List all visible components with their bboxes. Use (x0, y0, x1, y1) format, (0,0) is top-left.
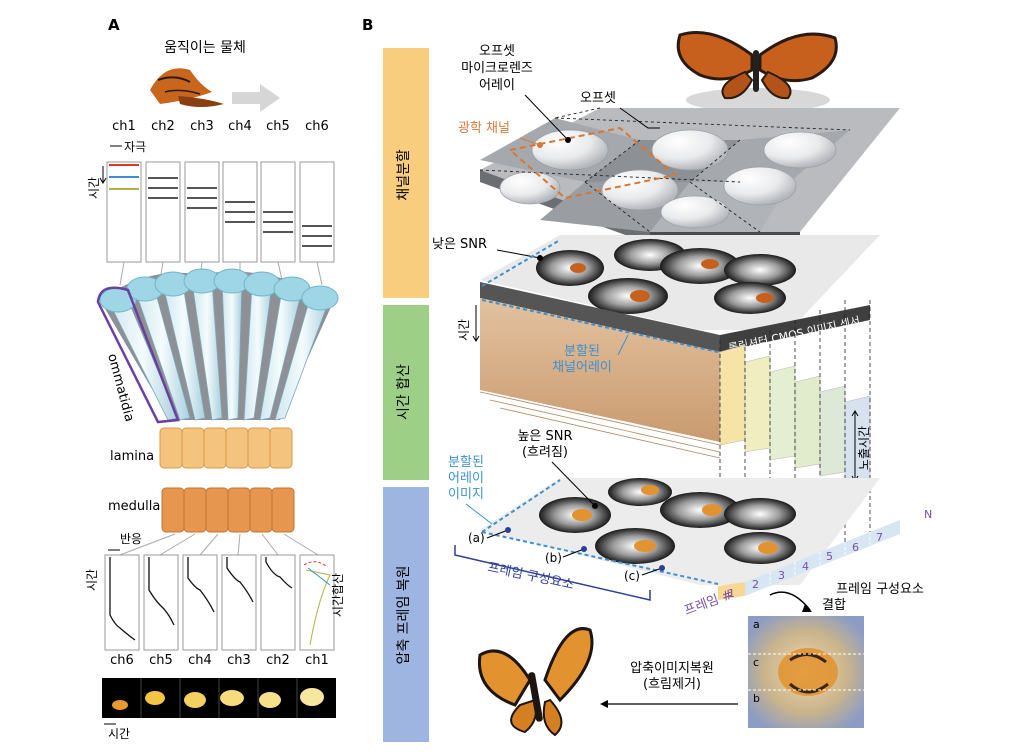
frame-index: 6 (852, 541, 859, 554)
frame-index: 2 (752, 578, 759, 591)
stage-label-channel-split: 채널분할 (396, 149, 412, 201)
frame-index: 5 (826, 550, 833, 563)
sensor-time-label: 시간 (457, 319, 471, 341)
marker-c: (c) (624, 569, 640, 583)
frame-indices: 1 2 3 4 5 6 7 N (728, 508, 932, 600)
response-time-label: 시간 (85, 569, 99, 591)
inset-b-label: b (753, 692, 760, 705)
medulla-block (161, 487, 295, 533)
stimulus-label: 자극 (124, 140, 146, 154)
microlens-label-line: 오프셋 (479, 44, 515, 59)
time-bottom-label: 시간 (108, 727, 130, 741)
high-snr-line: (흐려짐) (522, 445, 568, 460)
top-butterfly-image (676, 31, 838, 112)
split-array-image-line: 어레이 (448, 471, 484, 486)
panel-b-label: B (362, 16, 373, 34)
combined-frame-inset (748, 616, 864, 728)
offset-label: 오프셋 (580, 91, 616, 106)
split-array-image-label: 분할된 어레이 이미지 (448, 455, 484, 502)
temporal-summation-label: 시간합산 (331, 573, 345, 617)
optical-channel-label: 광학 채널 (458, 121, 510, 136)
frame-index: 7 (876, 531, 883, 544)
offset-pointer (619, 107, 660, 129)
channel-label: ch5 (149, 653, 173, 668)
lamina-block (159, 427, 293, 469)
stimulus-boxes (106, 161, 335, 263)
panel-a: A 움직이는 물체 ch1 ch2 ch3 ch4 ch5 ch6 자극 시간 (85, 16, 345, 741)
restored-butterfly-image (477, 627, 594, 737)
component-combine-line: 결합 (822, 598, 846, 613)
marker-b: (b) (545, 551, 562, 565)
ommatidia-label: ommatidia (104, 352, 137, 423)
stage-label-restore: 압축 프레임 복원 (396, 565, 412, 664)
channel-label: ch4 (188, 653, 212, 668)
channel-label: ch2 (151, 119, 175, 134)
optical-channel-outline (507, 126, 678, 200)
inset-a-label: a (753, 618, 760, 631)
channel-label: ch1 (112, 119, 136, 134)
stage-bar-time-sum (383, 305, 429, 480)
sensor-time-arrow-icon (472, 305, 480, 342)
frame-strip (718, 520, 900, 600)
stimulus-lines (109, 164, 332, 247)
exposure-time-label: 노출시간 (857, 426, 871, 470)
microlens-labels: 오프셋 마이크로렌즈 어레이 (461, 44, 533, 93)
frame-component-label: 프레임 구성요소 (486, 560, 575, 593)
channel-label: ch3 (190, 119, 214, 134)
ommatidia-array (96, 268, 339, 424)
frame-index: 3 (778, 569, 785, 582)
panel-a-label: A (108, 16, 120, 34)
high-snr-line: 높은 SNR (517, 429, 572, 444)
split-array-image-line: 분할된 (448, 455, 484, 470)
frame-index: N (924, 508, 932, 521)
response-connectors (119, 533, 319, 556)
split-channel-array-line: 분할된 (564, 344, 600, 359)
channel-labels-top: ch1 ch2 ch3 ch4 ch5 ch6 (112, 119, 329, 134)
summation-arc (303, 561, 327, 567)
panel-b: B 채널분할 시간 합산 압축 프레임 복원 (362, 16, 932, 742)
channel-label: ch2 (266, 653, 290, 668)
response-label: 반응 (120, 532, 142, 546)
medulla-label: medulla (108, 499, 160, 514)
microlens-pointer (524, 94, 569, 141)
restore-label-line: (흐림제거) (643, 677, 701, 692)
frame-index: 4 (802, 560, 809, 573)
channel-label: ch1 (305, 653, 329, 668)
motion-arrow-icon (232, 84, 280, 112)
response-image-strip (102, 678, 336, 718)
time-axis-label: 시간 (87, 177, 101, 199)
microlens-label-line: 마이크로렌즈 (461, 61, 533, 76)
frame-number-label: 프레임 # (682, 587, 735, 619)
frame-index: 1 (728, 587, 735, 600)
split-channel-array-line: 채널어레이 (552, 360, 612, 375)
split-array-image-line: 이미지 (448, 487, 484, 502)
microlens-plate (479, 107, 900, 244)
response-curves (109, 557, 293, 641)
restore-label-line: 압축이미지복원 (630, 661, 714, 676)
channel-label: ch4 (228, 119, 252, 134)
exposure-slices (719, 344, 871, 485)
low-snr-image-layer (480, 235, 880, 330)
stage-bar-channel-split (383, 48, 429, 298)
channel-label: ch6 (110, 653, 134, 668)
moving-object-label: 움직이는 물체 (164, 40, 246, 56)
lamina-label: lamina (110, 449, 154, 464)
stage-bar-restore (383, 487, 429, 742)
time-arrow-icon (99, 166, 107, 184)
marker-a: (a) (468, 531, 485, 545)
channel-label: ch5 (266, 119, 290, 134)
high-snr-image-layer (480, 478, 880, 585)
microlens-label-line: 어레이 (479, 78, 515, 93)
stage-label-time-sum: 시간 합산 (396, 364, 412, 420)
channel-labels-bottom: ch6 ch5 ch4 ch3 ch2 ch1 (110, 653, 329, 668)
low-snr-label: 낮은 SNR (432, 237, 487, 252)
component-combine-line: 프레임 구성요소 (836, 582, 924, 597)
channel-label: ch3 (227, 653, 251, 668)
response-boxes (104, 554, 335, 651)
inset-c-label: c (753, 656, 759, 669)
frame-component-bracket (454, 545, 651, 601)
channel-label: ch6 (305, 119, 329, 134)
moving-butterfly-image (150, 68, 224, 107)
